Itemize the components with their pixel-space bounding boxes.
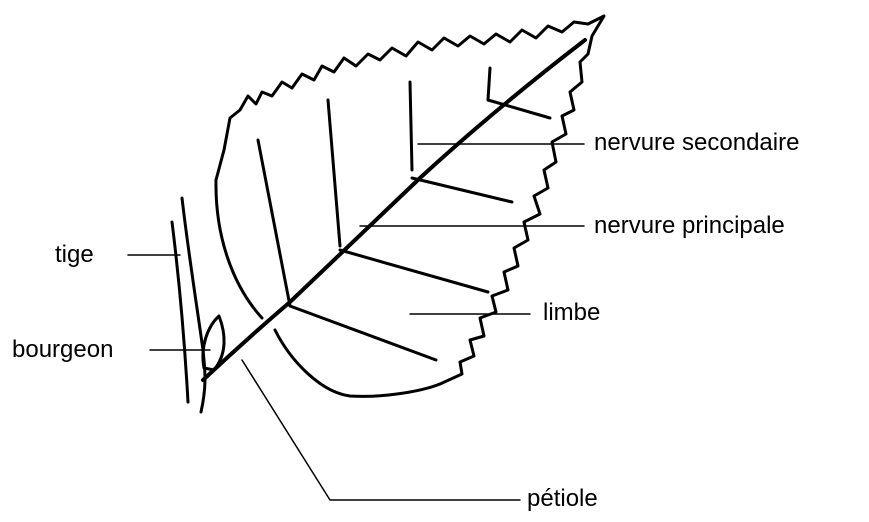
- label-tige: tige: [55, 241, 94, 269]
- leader-petiole: [242, 360, 520, 500]
- main-vein: [203, 40, 585, 380]
- label-petiole: pétiole: [527, 485, 598, 513]
- label-limbe: limbe: [543, 299, 600, 327]
- secondary-veins: [258, 68, 550, 360]
- stem: [172, 198, 205, 412]
- label-nervure-principale: nervure principale: [594, 212, 785, 240]
- label-nervure-secondaire: nervure secondaire: [594, 129, 799, 157]
- label-bourgeon: bourgeon: [12, 336, 113, 364]
- leader-lines: [128, 144, 584, 500]
